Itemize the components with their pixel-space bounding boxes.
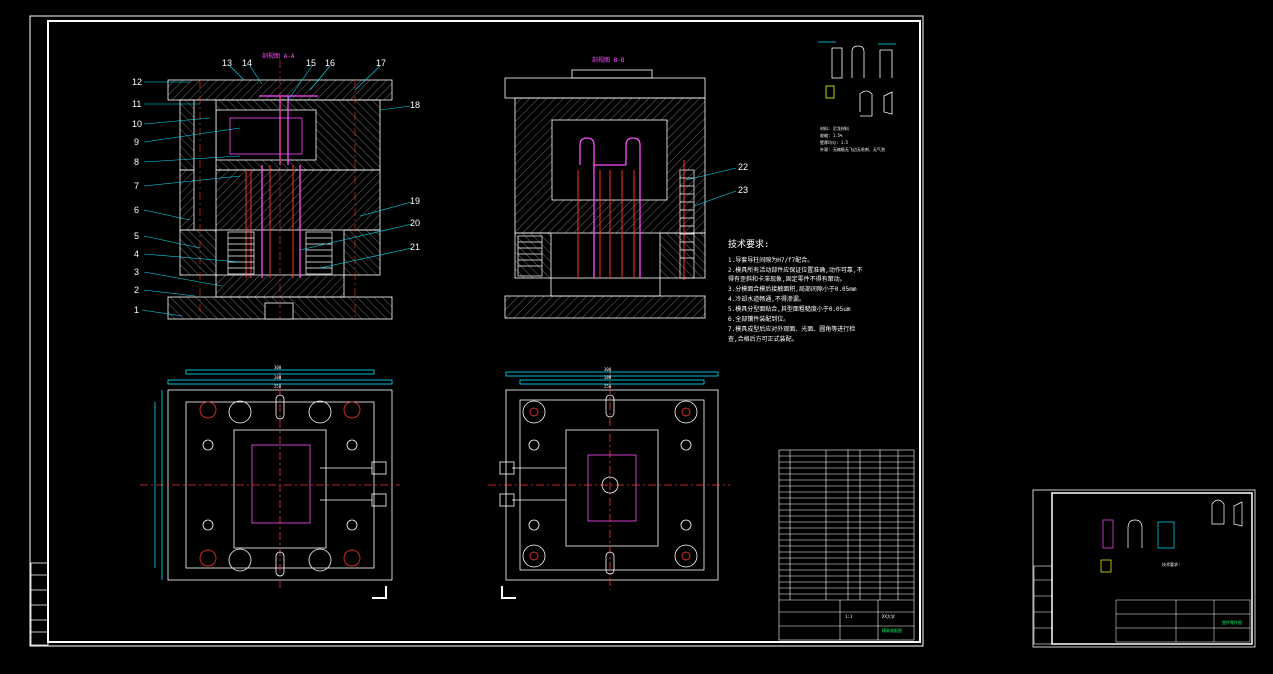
svg-text:查,合格后方可正式装配。: 查,合格后方可正式装配。 <box>728 335 798 343</box>
svg-text:300: 300 <box>274 365 282 370</box>
mini-sheet-outer <box>1032 489 1256 648</box>
svg-text:5.模具分型面贴合,其型面粗糙度小于0.05um: 5.模具分型面贴合,其型面粗糙度小于0.05um <box>728 305 851 313</box>
mini-sheet-title: 塑件零件图 <box>1222 619 1242 625</box>
view-corner-mark-left <box>372 586 387 599</box>
svg-text:250: 250 <box>274 384 282 389</box>
section-a-title: 剖视图 A-A <box>262 52 295 60</box>
svg-text:壁厚均匀: 1.5: 壁厚均匀: 1.5 <box>820 139 849 145</box>
section-b-pins <box>579 137 641 278</box>
svg-text:得有歪斜和卡滞现象,固定零件不得有窜动。: 得有歪斜和卡滞现象,固定零件不得有窜动。 <box>728 275 846 283</box>
section-b-view <box>504 69 706 319</box>
section-a-springs <box>227 231 333 275</box>
section-b-title: 剖视图 B-B <box>592 56 625 64</box>
svg-text:3.分模面合模后接触面积,局部间隙小于0.05mm: 3.分模面合模后接触面积,局部间隙小于0.05mm <box>728 285 857 293</box>
mini-tech-title: 技术要求: <box>1162 561 1180 567</box>
svg-text:5: 5 <box>134 231 139 241</box>
mini-sheet-strip <box>1033 565 1053 645</box>
svg-text:2.模具所有活动部件应保证位置准确,动作可靠,不: 2.模具所有活动部件应保证位置准确,动作可靠,不 <box>728 266 862 274</box>
svg-text:300: 300 <box>604 367 612 372</box>
svg-text:4: 4 <box>134 249 139 259</box>
sheet-inner-border <box>47 20 921 643</box>
svg-text:9: 9 <box>134 137 139 147</box>
svg-text:22: 22 <box>738 162 748 172</box>
parts-list-table <box>778 449 915 641</box>
svg-text:10: 10 <box>132 119 142 129</box>
dimension-labels: 300 280 250 300 280 250 <box>274 365 612 389</box>
svg-text:收缩: 1.5%: 收缩: 1.5% <box>820 132 843 138</box>
part-number-labels: 1 2 3 4 5 6 7 8 9 10 11 12 13 14 15 16 1… <box>132 58 748 315</box>
plan-view-left <box>140 369 400 590</box>
svg-text:18: 18 <box>410 100 420 110</box>
mini-product-sketch <box>1100 499 1243 573</box>
view-corner-mark-right <box>501 586 516 599</box>
svg-text:21: 21 <box>410 242 420 252</box>
svg-text:23: 23 <box>738 185 748 195</box>
tech-requirements-title: 技术要求: <box>728 238 769 250</box>
svg-text:7.模具成型后应对外观面、光面、圆角等进行检: 7.模具成型后应对外观面、光面、圆角等进行检 <box>728 325 855 333</box>
product-sketch <box>818 41 896 117</box>
title-block-drawing-name: 模具装配图 <box>882 627 902 633</box>
svg-text:6.全部镶件装配到位。: 6.全部镶件装配到位。 <box>728 315 789 323</box>
plan-view-right <box>488 370 730 590</box>
section-a-pins <box>259 95 318 278</box>
svg-text:14: 14 <box>242 58 252 68</box>
svg-text:12: 12 <box>132 77 142 87</box>
svg-text:4.冷却水道畅通,不得渗漏。: 4.冷却水道畅通,不得渗漏。 <box>728 295 805 303</box>
sheet-outer-border <box>29 15 924 647</box>
section-a-pins-red <box>245 165 294 278</box>
svg-text:20: 20 <box>410 218 420 228</box>
svg-text:2: 2 <box>134 285 139 295</box>
svg-text:7: 7 <box>134 181 139 191</box>
svg-text:1: 1 <box>134 305 139 315</box>
svg-text:3: 3 <box>134 267 139 277</box>
svg-text:11: 11 <box>132 99 141 109</box>
section-b-leaders <box>685 167 737 207</box>
svg-text:15: 15 <box>306 58 316 68</box>
tech-requirements-list: 1.导套导柱间隙为H7/f7配合。 2.模具所有活动部件应保证位置准确,动作可靠… <box>728 256 862 343</box>
section-a-leaders <box>141 65 413 317</box>
svg-text:材料: 尼龙材料: 材料: 尼龙材料 <box>820 125 849 131</box>
svg-text:6: 6 <box>134 205 139 215</box>
title-block-scale: 1:1 <box>845 614 853 619</box>
mini-title-block <box>1115 599 1251 643</box>
section-b-pins-red <box>577 160 685 280</box>
svg-text:19: 19 <box>410 196 420 206</box>
section-b-springs <box>517 169 695 279</box>
svg-text:16: 16 <box>325 58 335 68</box>
svg-text:250: 250 <box>604 384 612 389</box>
svg-text:外观: 无缩痕无飞边无毛刺、无气泡: 外观: 无缩痕无飞边无毛刺、无气泡 <box>820 146 885 152</box>
left-revision-strip <box>30 562 49 646</box>
product-notes: 材料: 尼龙材料 收缩: 1.5% 壁厚均匀: 1.5 外观: 无缩痕无飞边无毛… <box>820 125 885 152</box>
section-a-centerlines <box>199 60 356 320</box>
svg-text:280: 280 <box>604 375 612 380</box>
svg-text:17: 17 <box>376 58 386 68</box>
svg-text:13: 13 <box>222 58 232 68</box>
svg-text:8: 8 <box>134 157 139 167</box>
svg-text:280: 280 <box>274 375 282 380</box>
title-block-company: XX大学 <box>882 613 895 619</box>
svg-text:1.导套导柱间隙为H7/f7配合。: 1.导套导柱间隙为H7/f7配合。 <box>728 256 813 264</box>
